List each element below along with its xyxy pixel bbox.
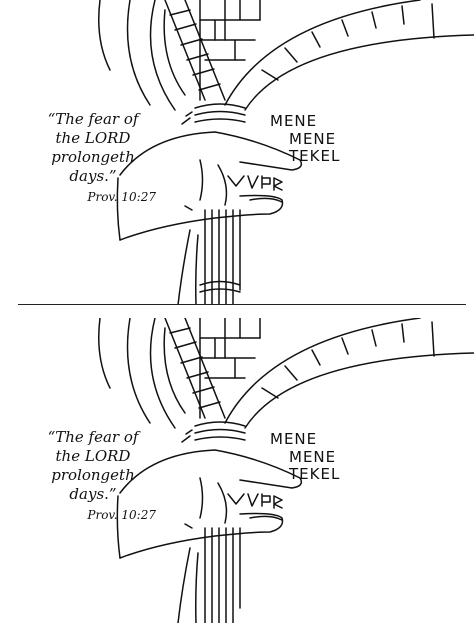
verse-line-2: the LORD — [55, 447, 131, 465]
panel-divider — [18, 304, 466, 305]
verse-line-3: prolongeth — [51, 148, 135, 166]
handwriting-on-wall-illustration — [98, 0, 474, 305]
verse-line-4: days.” — [69, 167, 117, 185]
wall-writing-word-3: TEKEL — [289, 147, 341, 165]
wall-writing-word-2: MENE — [289, 448, 337, 466]
verse-reference: Prov. 10:27 — [87, 508, 156, 522]
wall-writing-word-3: TEKEL — [289, 465, 341, 483]
coloring-panel-bottom: “The fear of the LORD prolongeth days.” … — [0, 318, 474, 623]
wall-writing-word-1: MENE — [270, 112, 318, 130]
verse-line-2: the LORD — [55, 129, 131, 147]
verse-line-1: “The fear of — [47, 110, 139, 128]
verse-line-3: prolongeth — [51, 466, 135, 484]
handwriting-on-wall-illustration — [98, 318, 474, 623]
verse-text: “The fear of the LORD prolongeth days.” … — [28, 428, 158, 525]
wall-writing-word-1: MENE — [270, 430, 318, 448]
wall-writing-word-2: MENE — [289, 130, 337, 148]
verse-line-1: “The fear of — [47, 428, 139, 446]
verse-reference: Prov. 10:27 — [87, 190, 156, 204]
verse-text: “The fear of the LORD prolongeth days.” … — [28, 110, 158, 207]
verse-line-4: days.” — [69, 485, 117, 503]
coloring-panel-top: “The fear of the LORD prolongeth days.” … — [0, 0, 474, 305]
